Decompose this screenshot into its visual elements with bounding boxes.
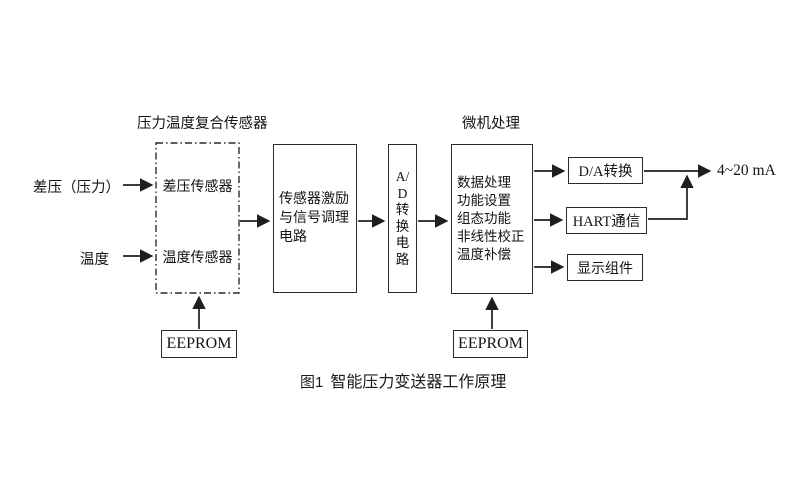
excitation-circuit-box: 传感器激励 与信号调理 电路 — [273, 144, 357, 293]
sensor-group-label: 压力温度复合传感器 — [137, 116, 268, 132]
eeprom-left-box: EEPROM — [161, 330, 237, 358]
output-current-label: 4~20 mA — [717, 162, 776, 179]
input-label-temperature: 温度 — [80, 252, 109, 268]
figure-caption: 图1 智能压力变送器工作原理 — [300, 368, 506, 392]
figure-caption-number: 图1 — [300, 374, 324, 391]
line-hart-to-output — [648, 174, 694, 220]
eeprom-left-label: EEPROM — [166, 335, 232, 352]
hart-comm-label: HART通信 — [572, 214, 641, 230]
processor-box: 数据处理 功能设置 组态功能 非线性校正 温度补偿 — [451, 144, 533, 294]
processor-functions-label: 数据处理 功能设置 组态功能 非线性校正 温度补偿 — [457, 175, 525, 262]
eeprom-right-box: EEPROM — [453, 330, 528, 358]
display-module-box: 显示组件 — [567, 254, 643, 281]
adc-circuit-box: A/ D 转 换 电 路 — [388, 144, 417, 293]
eeprom-right-label: EEPROM — [458, 335, 523, 352]
adc-circuit-label: A/ D 转 换 电 路 — [395, 169, 410, 267]
dp-sensor-label: 差压传感器 — [162, 180, 233, 195]
da-convert-box: D/A转换 — [568, 157, 643, 184]
da-convert-label: D/A转换 — [578, 164, 633, 180]
hart-comm-box: HART通信 — [566, 207, 647, 234]
micro-group-label: 微机处理 — [462, 116, 520, 132]
excitation-circuit-label: 传感器激励 与信号调理 电路 — [279, 192, 349, 245]
sensor-group-dashed-box — [155, 142, 240, 294]
display-module-label: 显示组件 — [577, 261, 633, 277]
temp-sensor-label: 温度传感器 — [162, 251, 233, 266]
figure-caption-title: 智能压力变送器工作原理 — [330, 374, 507, 391]
input-label-pressure: 差压（压力） — [33, 180, 120, 196]
